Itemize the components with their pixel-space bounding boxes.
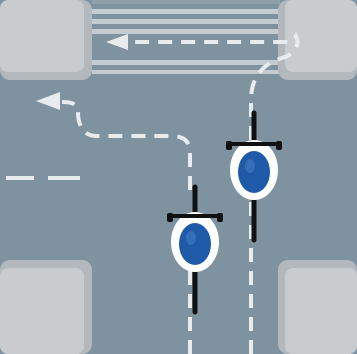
sidewalk-bottom-right [278,260,357,354]
sidewalk-top-left [0,0,92,80]
sidewalk-bottom-left [0,260,92,354]
sidewalk-top-right [278,0,357,80]
